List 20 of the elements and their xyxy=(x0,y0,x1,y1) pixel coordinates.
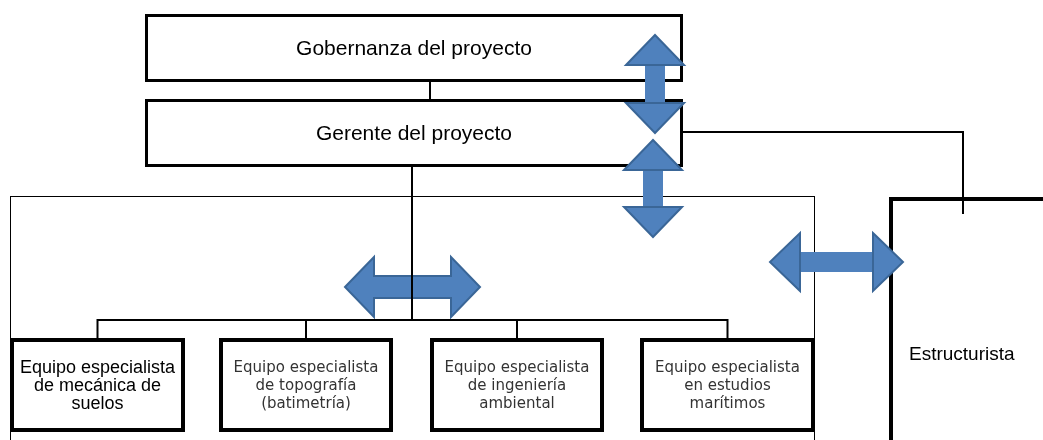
team-label: Equipo especialista de topografía (batimetría) xyxy=(232,358,380,412)
org-box xyxy=(889,197,1043,440)
role-label: Gerente del proyecto xyxy=(315,121,513,145)
connector-line xyxy=(429,81,431,100)
double-block-arrow xyxy=(623,139,683,238)
connector-line xyxy=(682,131,964,215)
team-box xyxy=(640,338,815,432)
team-label: Equipo especialista de mecánica de suelos xyxy=(18,358,177,412)
org-box xyxy=(145,14,683,82)
role-label: Gobernanza del proyecto xyxy=(296,36,532,60)
double-block-arrow xyxy=(625,34,685,134)
org-box xyxy=(145,99,683,167)
team-box xyxy=(219,338,393,432)
team-label: Equipo especialista de ingeniería ambiental xyxy=(443,358,591,412)
team-box xyxy=(10,338,185,432)
double-block-arrow xyxy=(769,232,904,292)
role-label: Estructurista xyxy=(909,343,1015,365)
team-box xyxy=(430,338,604,432)
team-group-box xyxy=(10,196,815,440)
team-label: Equipo especialista en estudios marítimos xyxy=(654,358,801,412)
